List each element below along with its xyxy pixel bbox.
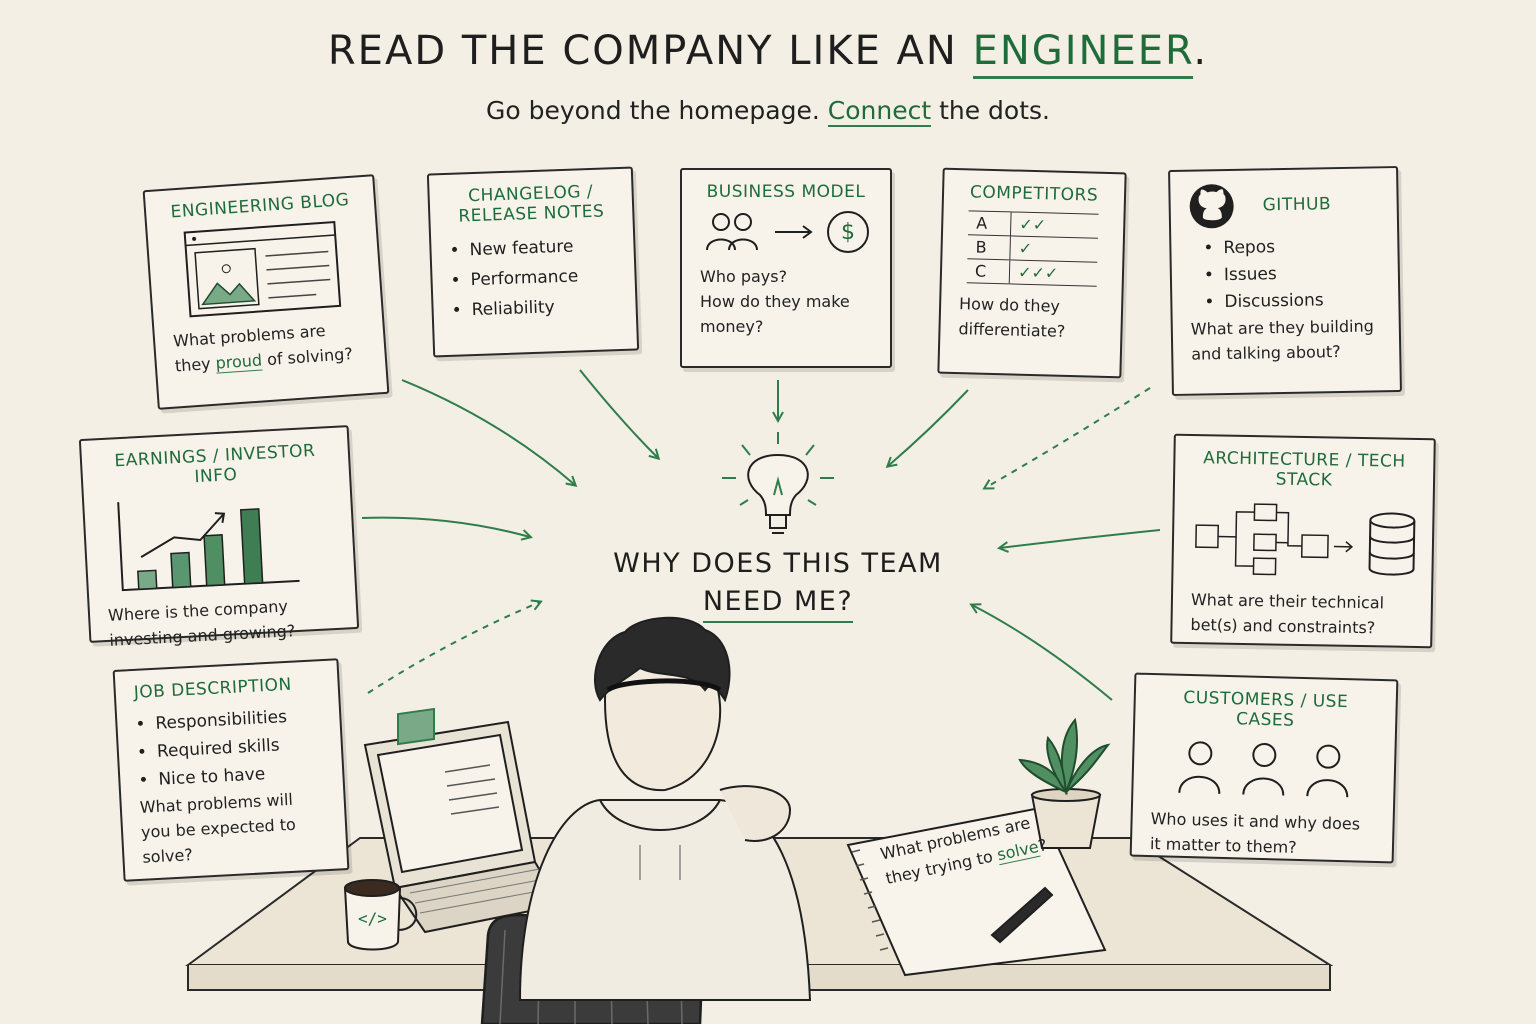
bullet-list: Repos Issues Discussions	[1203, 232, 1380, 316]
arrow-changelog	[579, 369, 658, 458]
card-question: What are their technical bet(s) and cons…	[1190, 589, 1385, 638]
central-question-line2: NEED ME?	[702, 586, 854, 623]
connector-arrows	[361, 369, 1161, 701]
title-highlight: ENGINEER	[972, 28, 1194, 79]
people-icon	[706, 213, 758, 251]
payment-flow: $	[700, 210, 872, 254]
arrow-blog	[401, 379, 575, 485]
card-title: ARCHITECTURE / TECH STACK	[1203, 448, 1406, 491]
card-changelog: CHANGELOG /RELEASE NOTES New feature Per…	[426, 166, 640, 358]
card-title: BUSINESS MODEL	[706, 182, 866, 202]
dollar-icon: $	[827, 211, 869, 254]
growth-bar-chart-icon	[117, 501, 300, 591]
card-github: GITHUB Repos Issues Discussions What are…	[1168, 166, 1402, 396]
arrow-architecture	[1000, 529, 1161, 548]
arrow-competitors	[888, 389, 969, 466]
card-question: What are they building and talking about…	[1190, 316, 1374, 364]
list-item: Discussions	[1204, 286, 1380, 316]
list-item: Issues	[1204, 259, 1380, 289]
card-earnings: EARNINGS / INVESTOR INFO Where is the co…	[78, 425, 360, 650]
page-subtitle: Go beyond the homepage. Connect the dots…	[485, 96, 1051, 127]
bullet-list: Responsibilities Required skills Nice to…	[135, 702, 325, 796]
central-question-line1: WHY DOES THIS TEAM	[613, 548, 943, 579]
competitor-table: A ✓✓ B ✓ C ✓✓✓	[966, 211, 1099, 287]
laptop	[363, 707, 562, 934]
page-title: READ THE COMPANY LIKE AN ENGINEER.	[0, 28, 1536, 79]
pen-icon	[990, 886, 1054, 944]
github-header: GITHUB	[1188, 180, 1379, 229]
card-architecture: ARCHITECTURE / TECH STACK W	[1170, 433, 1436, 649]
card-title: GITHUB	[1262, 193, 1332, 216]
card-business-model: BUSINESS MODEL $ Who pays? How do they m…	[680, 168, 892, 368]
card-title: CHANGELOG /RELEASE NOTES	[458, 181, 605, 227]
card-title: COMPETITORS	[969, 182, 1099, 206]
bullet-list: New feature Performance Reliability	[449, 230, 618, 326]
card-customers: CUSTOMERS / USE CASES Who uses it and wh…	[1129, 672, 1399, 864]
customers-icon	[1178, 741, 1349, 798]
table-row: C ✓✓✓	[966, 259, 1098, 287]
arrow-job	[367, 602, 540, 694]
arrow-customers	[972, 605, 1113, 701]
card-title: CUSTOMERS / USE CASES	[1183, 687, 1349, 732]
card-competitors: COMPETITORS A ✓✓ B ✓ C ✓✓✓ How do they d…	[937, 167, 1127, 379]
subtitle-highlight: Connect	[827, 96, 932, 127]
card-job-description: JOB DESCRIPTION Responsibilities Require…	[112, 658, 350, 882]
github-octocat-icon	[1189, 184, 1234, 229]
arrow-github	[985, 387, 1151, 488]
arrow-right-icon	[775, 225, 813, 240]
card-question: Who pays? How do they make money?	[700, 267, 850, 337]
card-question: Who uses it and why does it matter to th…	[1149, 808, 1361, 857]
table-row: B ✓	[967, 235, 1098, 263]
lightbulb-icon	[722, 432, 834, 534]
list-item: Repos	[1203, 232, 1379, 262]
person-hair	[594, 616, 731, 703]
table-row: A ✓✓	[967, 211, 1099, 239]
arrow-earnings	[361, 516, 530, 537]
coffee-mug	[343, 879, 418, 951]
card-title: JOB DESCRIPTION	[133, 674, 293, 703]
architecture-diagram-icon	[1195, 503, 1416, 576]
mug-code-symbol: </>	[358, 909, 387, 928]
list-item: Reliability	[451, 290, 618, 326]
laptop-screen-image	[397, 707, 435, 746]
card-title: ENGINEERING BLOG	[169, 189, 350, 223]
person-thinking	[518, 616, 812, 1001]
browser-window-icon	[183, 221, 342, 318]
card-question: What problems will you be expected to so…	[139, 790, 297, 868]
central-question: WHY DOES THIS TEAM NEED ME?	[600, 545, 956, 623]
potted-plant	[1018, 717, 1111, 849]
notebook	[846, 806, 1107, 977]
card-question: How do they differentiate?	[958, 294, 1066, 342]
card-question: What problems are they proud of solving?	[172, 321, 354, 376]
card-engineering-blog: ENGINEERING BLOG What problems are they …	[142, 174, 390, 410]
card-title: EARNINGS / INVESTOR INFO	[113, 440, 316, 488]
